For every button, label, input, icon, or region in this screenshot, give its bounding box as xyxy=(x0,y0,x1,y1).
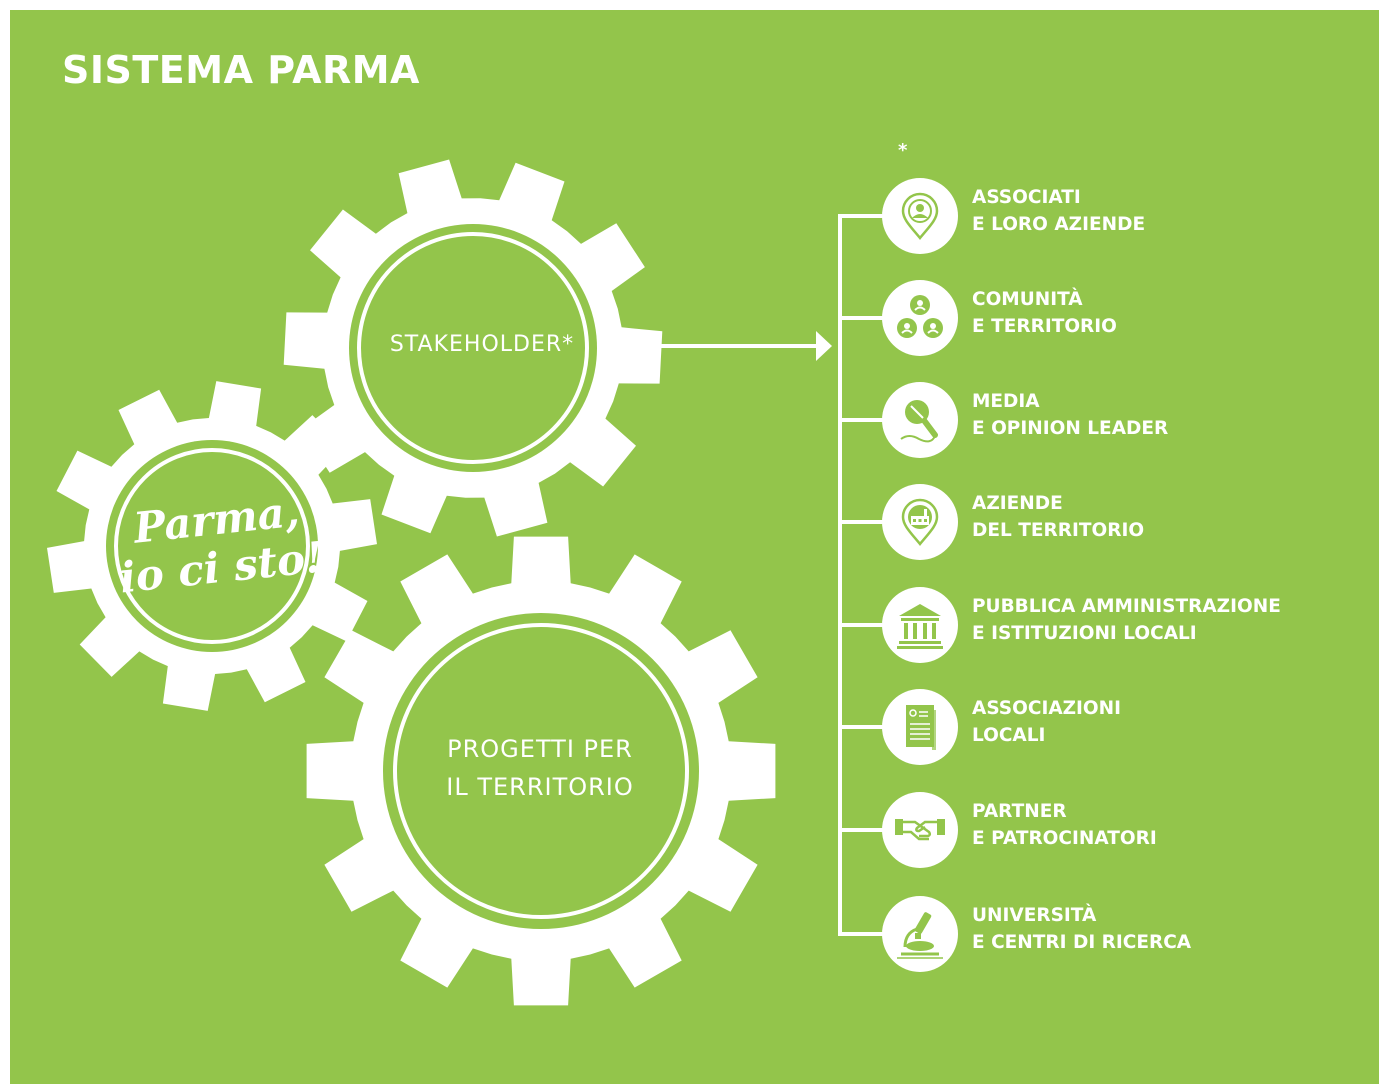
gear-inner-ring xyxy=(393,623,689,919)
label-line-2: E OPINION LEADER xyxy=(972,418,1169,439)
label-line-2: E LORO AZIENDE xyxy=(972,214,1146,235)
projects-gear xyxy=(306,536,776,1006)
institution-icon xyxy=(882,587,958,663)
microphone-icon xyxy=(882,382,958,458)
label-line-2: DEL TERRITORIO xyxy=(972,520,1145,541)
stakeholder-item: COMUNITÀ E TERRITORIO xyxy=(882,280,1362,360)
gear-inner-ring xyxy=(114,448,310,644)
stakeholder-item: ASSOCIATI E LORO AZIENDE xyxy=(882,178,1362,258)
stakeholder-label: UNIVERSITÀ E CENTRI DI RICERCA xyxy=(972,902,1191,956)
stakeholder-label: COMUNITÀ E TERRITORIO xyxy=(972,286,1117,340)
person-pin-icon xyxy=(882,178,958,254)
page-title: SISTEMA PARMA xyxy=(62,48,420,92)
stakeholder-label: AZIENDE DEL TERRITORIO xyxy=(972,490,1144,544)
stakeholder-label: MEDIA E OPINION LEADER xyxy=(972,388,1168,442)
label-line-2: E PATROCINATORI xyxy=(972,828,1157,849)
label-line-1: ASSOCIAZIONI xyxy=(972,698,1122,719)
label-line-1: MEDIA xyxy=(972,391,1040,412)
projects-line-2: IL TERRITORIO xyxy=(446,773,634,801)
label-line-1: PARTNER xyxy=(972,801,1067,822)
stakeholder-label: STAKEHOLDER* xyxy=(389,332,575,357)
label-line-2: E TERRITORIO xyxy=(972,316,1117,337)
factory-pin-icon xyxy=(882,484,958,560)
stakeholder-item: ASSOCIAZIONI LOCALI xyxy=(882,689,1362,769)
label-line-1: AZIENDE xyxy=(972,493,1063,514)
label-line-2: E ISTITUZIONI LOCALI xyxy=(972,623,1197,644)
label-line-1: ASSOCIATI xyxy=(972,187,1081,208)
projects-line-1: PROGETTI PER xyxy=(447,735,633,763)
gear-ring xyxy=(383,613,699,929)
stakeholder-item: PARTNER E PATROCINATORI xyxy=(882,792,1362,872)
stakeholder-label: PARTNER E PATROCINATORI xyxy=(972,798,1157,852)
stakeholder-item: AZIENDE DEL TERRITORIO xyxy=(882,484,1362,564)
gear-inner-ring xyxy=(357,232,589,464)
label-line-1: COMUNITÀ xyxy=(972,289,1083,310)
stakeholder-label: ASSOCIAZIONI LOCALI xyxy=(972,695,1121,749)
handshake-icon xyxy=(882,792,958,868)
stakeholder-item: MEDIA E OPINION LEADER xyxy=(882,382,1362,462)
label-line-2: LOCALI xyxy=(972,725,1046,746)
label-line-2: E CENTRI DI RICERCA xyxy=(972,932,1192,953)
infographic-panel: SISTEMA PARMA Parma, io ci sto! STAKEHOL… xyxy=(10,10,1379,1084)
community-icon xyxy=(882,280,958,356)
label-line-1: PUBBLICA AMMINISTRAZIONE xyxy=(972,596,1281,617)
gear-ring xyxy=(106,440,318,652)
gear-ring xyxy=(349,224,597,472)
stakeholder-gear xyxy=(283,159,663,537)
gears-diagram xyxy=(47,159,884,1006)
stakeholder-bracket xyxy=(838,214,884,936)
stakeholder-item: UNIVERSITÀ E CENTRI DI RICERCA xyxy=(882,896,1362,976)
projects-label: PROGETTI PER IL TERRITORIO xyxy=(390,730,690,806)
microscope-icon xyxy=(882,896,958,972)
document-icon xyxy=(882,689,958,765)
slogan-gear xyxy=(47,381,377,711)
stakeholder-label: PUBBLICA AMMINISTRAZIONE E ISTITUZIONI L… xyxy=(972,593,1281,647)
connector-arrow xyxy=(650,331,832,361)
footnote-asterisk: * xyxy=(898,140,908,161)
label-line-1: UNIVERSITÀ xyxy=(972,905,1097,926)
stakeholder-item: PUBBLICA AMMINISTRAZIONE E ISTITUZIONI L… xyxy=(882,587,1362,667)
stakeholder-label: ASSOCIATI E LORO AZIENDE xyxy=(972,184,1145,238)
